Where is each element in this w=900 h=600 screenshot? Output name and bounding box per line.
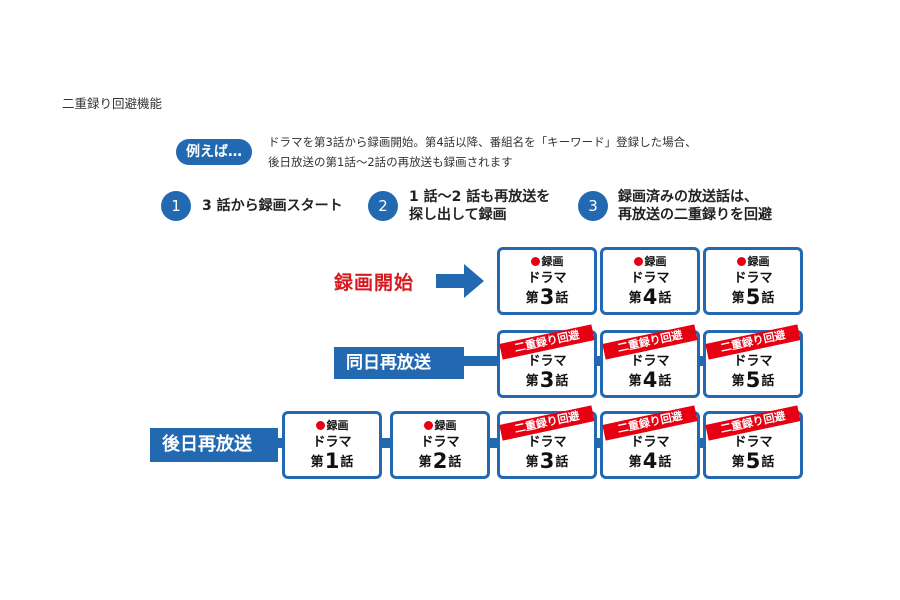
episode-prefix: 第: [525, 374, 539, 389]
step-2-line-1: 1 話～2 話も再放送を: [409, 189, 551, 205]
recording-indicator: 録画: [393, 419, 487, 433]
red-dot-icon: [736, 257, 746, 266]
episode-prefix: 第: [731, 291, 745, 306]
drama-label: ドラマ: [733, 271, 773, 286]
episode-prefix: 第: [525, 291, 539, 306]
red-dot-icon: [315, 421, 325, 430]
episode-prefix: 第: [731, 374, 745, 389]
episode-suffix: 話: [658, 291, 672, 306]
drama-label: ドラマ: [527, 435, 567, 450]
episode-suffix: 話: [761, 374, 775, 389]
episode-suffix: 話: [555, 455, 569, 470]
episode-suffix: 話: [448, 455, 462, 470]
episode-label: 第5話: [706, 370, 800, 392]
red-dot-icon: [633, 257, 643, 266]
recording-label: 録画: [644, 255, 667, 268]
card-recording-ep-3: 録画ドラマ第3話: [497, 247, 597, 315]
example-badge: 例えば…: [176, 139, 252, 165]
drama-label: ドラマ: [630, 271, 670, 286]
episode-suffix: 話: [658, 455, 672, 470]
episode-label: 第4話: [603, 370, 697, 392]
episode-number: 3: [539, 285, 555, 309]
step-2-line-2: 探し出して録画: [409, 207, 507, 223]
episode-prefix: 第: [731, 455, 745, 470]
drama-label: ドラマ: [527, 354, 567, 369]
step-3-text: 録画済みの放送話は、 再放送の二重録りを回避: [618, 188, 772, 224]
episode-number: 3: [539, 368, 555, 392]
episode-label: 第4話: [603, 451, 697, 473]
step-1-text: 3 話から録画スタート: [202, 197, 343, 215]
recording-indicator: 録画: [500, 255, 594, 269]
arrow-right-icon: [436, 264, 484, 298]
example-line-1: ドラマを第3話から録画開始。第4話以降、番組名を「キーワード」登録した場合、: [268, 135, 697, 149]
episode-number: 4: [642, 449, 658, 473]
recording-label: 録画: [326, 419, 349, 432]
drama-label: ドラマ: [733, 354, 773, 369]
episode-suffix: 話: [555, 374, 569, 389]
drama-label: ドラマ: [733, 435, 773, 450]
episode-label: 第2話: [393, 451, 487, 473]
step-1-line-1: 3 話から録画スタート: [202, 198, 343, 214]
step-3-number: 3: [578, 191, 608, 221]
card-later-ep-1: 録画ドラマ第1話: [282, 411, 382, 479]
episode-prefix: 第: [628, 455, 642, 470]
page-title: 二重録り回避機能: [62, 96, 163, 111]
episode-label: 第5話: [706, 287, 800, 309]
episode-number: 5: [745, 449, 761, 473]
same-day-rebroadcast-label: 同日再放送: [334, 347, 464, 379]
red-dot-icon: [530, 257, 540, 266]
step-3-line-2: 再放送の二重録りを回避: [618, 207, 772, 223]
step-1-number: 1: [161, 191, 191, 221]
later-day-rebroadcast-label: 後日再放送: [150, 428, 278, 462]
card-recording-ep-5: 録画ドラマ第5話: [703, 247, 803, 315]
episode-label: 第3話: [500, 287, 594, 309]
episode-number: 5: [745, 368, 761, 392]
episode-suffix: 話: [761, 291, 775, 306]
episode-prefix: 第: [525, 455, 539, 470]
drama-label: ドラマ: [420, 435, 460, 450]
episode-suffix: 話: [761, 455, 775, 470]
episode-prefix: 第: [418, 455, 432, 470]
drama-label: ドラマ: [630, 354, 670, 369]
episode-suffix: 話: [555, 291, 569, 306]
recording-indicator: 録画: [706, 255, 800, 269]
episode-number: 4: [642, 285, 658, 309]
example-description: ドラマを第3話から録画開始。第4話以降、番組名を「キーワード」登録した場合、 後…: [268, 132, 697, 172]
episode-label: 第3話: [500, 370, 594, 392]
step-2-text: 1 話～2 話も再放送を 探し出して録画: [409, 188, 550, 224]
episode-label: 第4話: [603, 287, 697, 309]
episode-label: 第1話: [285, 451, 379, 473]
episode-prefix: 第: [628, 374, 642, 389]
episode-label: 第3話: [500, 451, 594, 473]
red-dot-icon: [423, 421, 433, 430]
recording-label: 録画: [434, 419, 457, 432]
episode-number: 1: [324, 449, 340, 473]
drama-label: ドラマ: [630, 435, 670, 450]
drama-label: ドラマ: [527, 271, 567, 286]
step-3-line-1: 録画済みの放送話は、: [618, 189, 758, 205]
recording-indicator: 録画: [285, 419, 379, 433]
example-line-2: 後日放送の第1話～2話の再放送も録画されます: [268, 155, 513, 169]
recording-indicator: 録画: [603, 255, 697, 269]
drama-label: ドラマ: [312, 435, 352, 450]
episode-suffix: 話: [340, 455, 354, 470]
episode-number: 5: [745, 285, 761, 309]
episode-label: 第5話: [706, 451, 800, 473]
episode-prefix: 第: [628, 291, 642, 306]
episode-number: 2: [432, 449, 448, 473]
recording-label: 録画: [541, 255, 564, 268]
episode-number: 4: [642, 368, 658, 392]
recording-label: 録画: [747, 255, 770, 268]
card-recording-ep-4: 録画ドラマ第4話: [600, 247, 700, 315]
episode-suffix: 話: [658, 374, 672, 389]
episode-prefix: 第: [310, 455, 324, 470]
step-2-number: 2: [368, 191, 398, 221]
episode-number: 3: [539, 449, 555, 473]
card-later-ep-2: 録画ドラマ第2話: [390, 411, 490, 479]
recording-start-label: 録画開始: [334, 272, 415, 294]
